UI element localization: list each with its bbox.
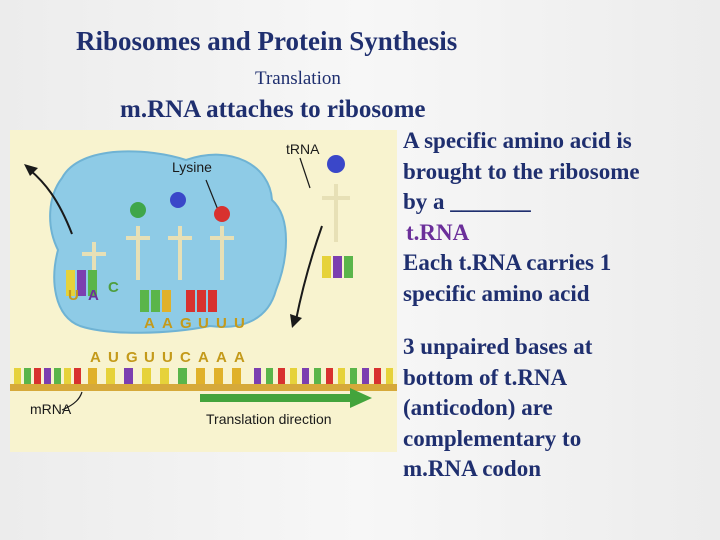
mrna-base-3: G bbox=[126, 349, 138, 366]
note-line-1: A specific amino acid is bbox=[403, 128, 632, 153]
trna-pointer bbox=[299, 157, 311, 189]
label-trna: tRNA bbox=[286, 141, 320, 157]
trna-shape-1 bbox=[126, 226, 150, 280]
incoming-arrow bbox=[295, 225, 323, 321]
label-translation-direction: Translation direction bbox=[206, 411, 332, 427]
anticodon-base-2: A bbox=[162, 315, 173, 332]
note-line-6: specific amino acid bbox=[403, 280, 590, 306]
anticodon-base-5: U bbox=[216, 315, 227, 332]
direction-arrow-shaft bbox=[200, 394, 350, 402]
direction-arrowhead bbox=[350, 388, 372, 408]
lysine-pointer bbox=[205, 179, 219, 211]
mrna-base-6: C bbox=[180, 349, 191, 366]
notes-text: A specific amino acid is brought to the … bbox=[403, 126, 708, 485]
anticodon-pegs bbox=[140, 256, 353, 312]
amino-acid-green bbox=[130, 202, 146, 218]
translation-diagram: U A C A A G U U U A U G U U C A A A bbox=[10, 130, 397, 452]
ribosome-shape bbox=[49, 150, 287, 334]
anticodon-left-3: C bbox=[108, 279, 119, 296]
note-line-8: bottom of t.RNA bbox=[403, 364, 568, 390]
mrna-base-1: A bbox=[90, 349, 101, 366]
mrna-base-7: A bbox=[198, 349, 209, 366]
mrna-backbone bbox=[10, 384, 397, 391]
incoming-arrowhead bbox=[290, 314, 302, 328]
trna-shape-incoming bbox=[322, 184, 350, 242]
trna-shape-3 bbox=[210, 226, 234, 280]
note-line-5: Each t.RNA carries 1 bbox=[403, 250, 612, 275]
note-line-9: (anticodon) are bbox=[403, 395, 553, 420]
trna-shape-2 bbox=[168, 226, 192, 280]
anticodon-base-6: U bbox=[234, 315, 245, 332]
mrna-label-pointer bbox=[61, 391, 83, 411]
note-line-3: by a _______ bbox=[403, 189, 531, 214]
slide-heading: m.RNA attaches to ribosome bbox=[120, 96, 426, 123]
mrna-base-2: U bbox=[108, 349, 119, 366]
mrna-base-8: A bbox=[216, 349, 227, 366]
amino-acid-red bbox=[214, 206, 230, 222]
note-answer: t.RNA bbox=[406, 219, 470, 245]
note-line-2: brought to the ribosome bbox=[403, 158, 640, 184]
label-mrna: mRNA bbox=[30, 401, 72, 417]
slide-subtitle: Translation bbox=[255, 68, 341, 89]
mrna-base-5: U bbox=[162, 349, 173, 366]
anticodon-left-2: A bbox=[88, 287, 99, 304]
mrna-base-4: U bbox=[144, 349, 155, 366]
amino-acid-blue-incoming bbox=[327, 155, 345, 173]
anticodon-base-4: U bbox=[198, 315, 209, 332]
exit-arrow bbox=[29, 169, 73, 235]
anticodon-base-3: G bbox=[180, 315, 192, 332]
mrna-base-9: A bbox=[234, 349, 245, 366]
label-lysine: Lysine bbox=[172, 159, 212, 175]
slide-title: Ribosomes and Protein Synthesis bbox=[76, 26, 458, 56]
note-line-10: complementary to bbox=[403, 425, 582, 451]
anticodon-left-1: U bbox=[68, 287, 79, 304]
anticodon-base-1: A bbox=[144, 315, 155, 332]
note-line-7: 3 unpaired bases at bbox=[403, 334, 593, 359]
amino-acid-blue-bound bbox=[170, 192, 186, 208]
mrna-pegs bbox=[14, 368, 393, 384]
exit-arrowhead bbox=[24, 164, 38, 176]
note-spacer bbox=[403, 309, 708, 332]
note-line-11: m.RNA codon bbox=[403, 456, 542, 481]
